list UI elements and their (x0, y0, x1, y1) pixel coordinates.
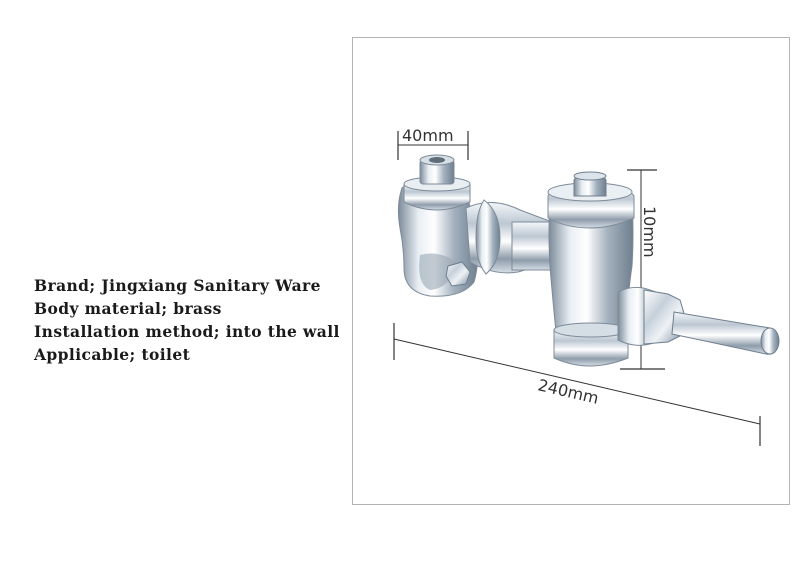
dimension-label-height: 10mm (640, 206, 659, 258)
dimension-label-length: 240mm (536, 375, 600, 407)
dimension-top-width: 40mm (397, 126, 469, 160)
product-image-frame (352, 37, 790, 505)
spec-brand: Brand; Jingxiang Sanitary Ware (34, 276, 321, 295)
spec-installation-method: Installation method; into the wall (34, 322, 340, 341)
flush-valve-image (397, 154, 780, 367)
dimension-label-top-width: 40mm (402, 126, 454, 145)
spec-body-material: Body material; brass (34, 299, 222, 318)
product-specs: Brand; Jingxiang Sanitary Ware Body mate… (34, 274, 340, 366)
spec-applicable: Applicable; toilet (34, 345, 191, 364)
